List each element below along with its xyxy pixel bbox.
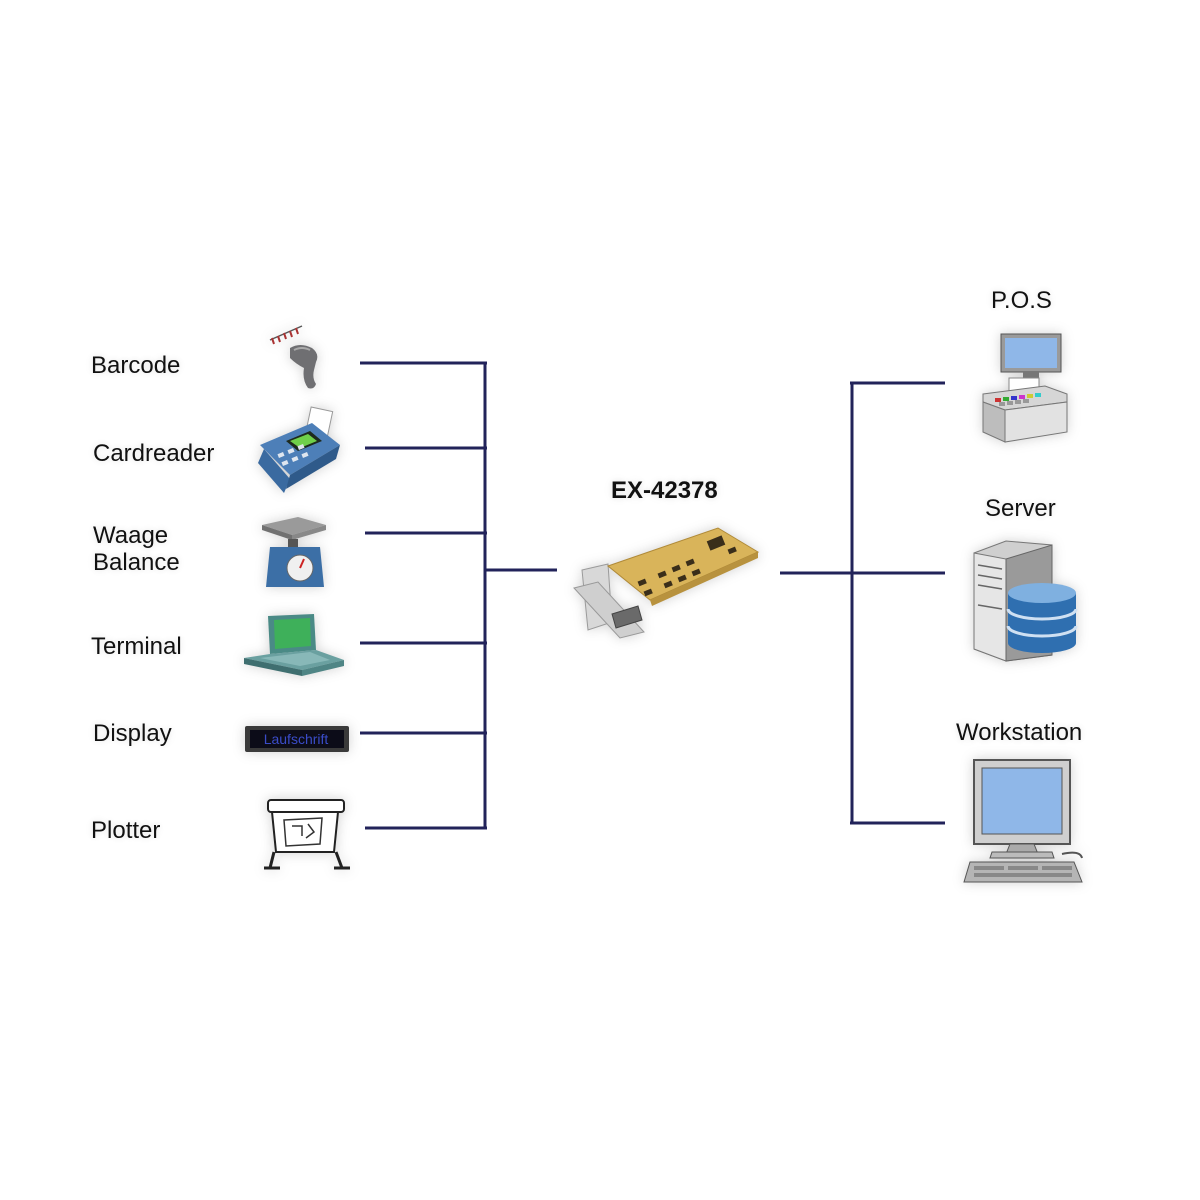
card-reader-icon — [258, 406, 340, 493]
plotter-icon — [264, 799, 350, 870]
led-display-icon: Laufschrift — [245, 726, 349, 752]
label-cardreader: Cardreader — [93, 440, 215, 467]
terminal-icon — [244, 614, 344, 676]
pci-serial-card-icon — [573, 527, 760, 639]
label-terminal: Terminal — [91, 633, 182, 660]
label-scale: Waage Balance — [93, 522, 180, 576]
label-server: Server — [985, 495, 1056, 522]
label-plotter: Plotter — [91, 817, 161, 844]
pos-register-icon — [982, 333, 1068, 443]
label-barcode: Barcode — [91, 352, 181, 379]
label-workstation: Workstation — [956, 719, 1083, 746]
workstation-icon — [963, 759, 1083, 883]
label-display: Display — [93, 720, 172, 747]
server-database-icon — [973, 540, 1078, 662]
label-card-model: EX-42378 — [611, 477, 718, 504]
display-text: Laufschrift — [264, 731, 329, 747]
scale-icon — [262, 517, 326, 587]
label-pos: P.O.S — [991, 287, 1052, 314]
barcode-scanner-icon — [269, 325, 318, 389]
